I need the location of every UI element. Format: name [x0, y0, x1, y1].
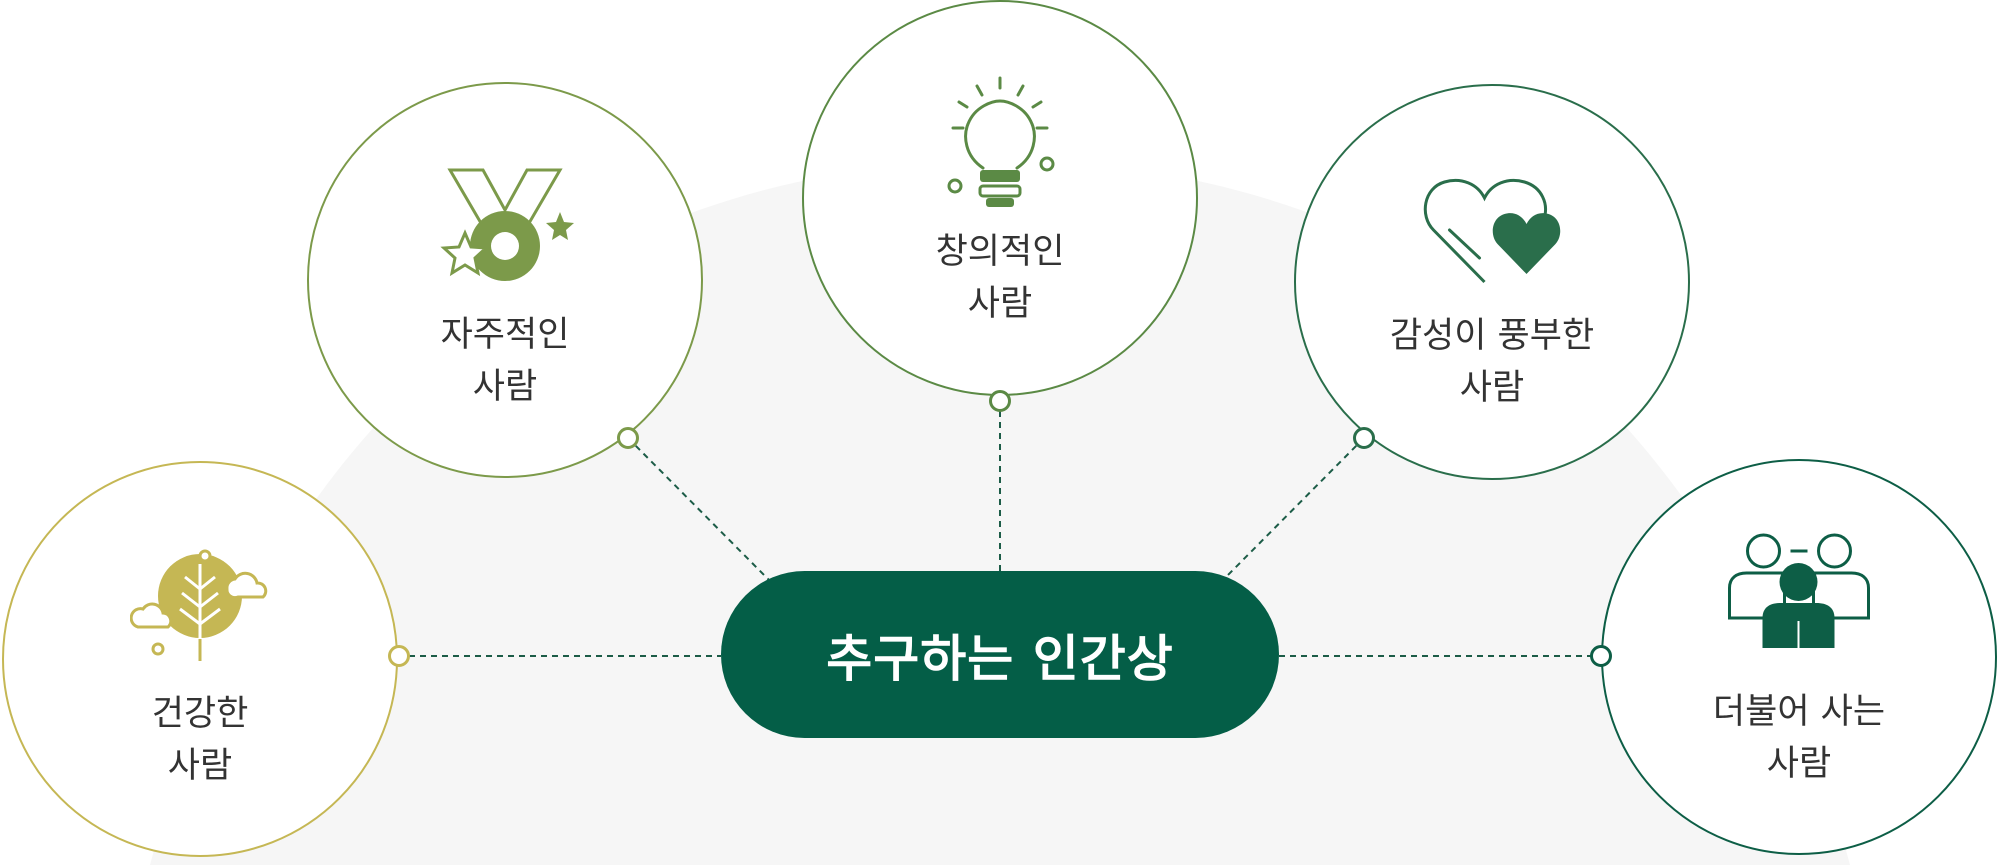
connector-dot-together [1590, 645, 1612, 667]
node-emotional-label: 감성이 풍부한 사람 [1296, 310, 1688, 414]
connector-dot-creative [989, 390, 1011, 412]
node-label-line1: 자주적인 [440, 315, 570, 355]
connector-dot-healthy [388, 645, 410, 667]
node-label-line2: 사람 [1766, 744, 1832, 784]
node-label-line1: 건강한 [151, 694, 249, 734]
medal-icon [440, 168, 574, 281]
node-label-line2: 사람 [472, 367, 538, 407]
node-healthy-label: 건강한 사람 [4, 688, 396, 792]
center-title: 추구하는 인간상 [826, 629, 1174, 688]
node-creative-label: 창의적인 사람 [804, 226, 1196, 330]
connector-dot-emotional [1353, 427, 1375, 449]
hearts-icon [1423, 178, 1561, 284]
node-label-line1: 더불어 사는 [1712, 692, 1886, 732]
node-label-line2: 사람 [967, 284, 1033, 324]
connector-dot-independent [617, 427, 639, 449]
tree-icon [130, 549, 268, 661]
node-label-line1: 감성이 풍부한 [1389, 316, 1595, 356]
node-independent: 자주적인 사람 [307, 82, 703, 478]
node-independent-label: 자주적인 사람 [309, 309, 701, 413]
node-healthy: 건강한 사람 [2, 461, 398, 857]
node-label-line2: 사람 [1459, 368, 1525, 408]
node-together-label: 더불어 사는 사람 [1603, 686, 1995, 790]
node-label-line2: 사람 [167, 746, 233, 786]
node-together: 더불어 사는 사람 [1601, 459, 1997, 855]
lightbulb-icon [947, 76, 1055, 207]
people-icon [1728, 533, 1870, 648]
node-label-line1: 창의적인 [935, 232, 1065, 272]
node-emotional: 감성이 풍부한 사람 [1294, 84, 1690, 480]
center-title-pill: 추구하는 인간상 [721, 571, 1279, 738]
node-creative: 창의적인 사람 [802, 0, 1198, 396]
